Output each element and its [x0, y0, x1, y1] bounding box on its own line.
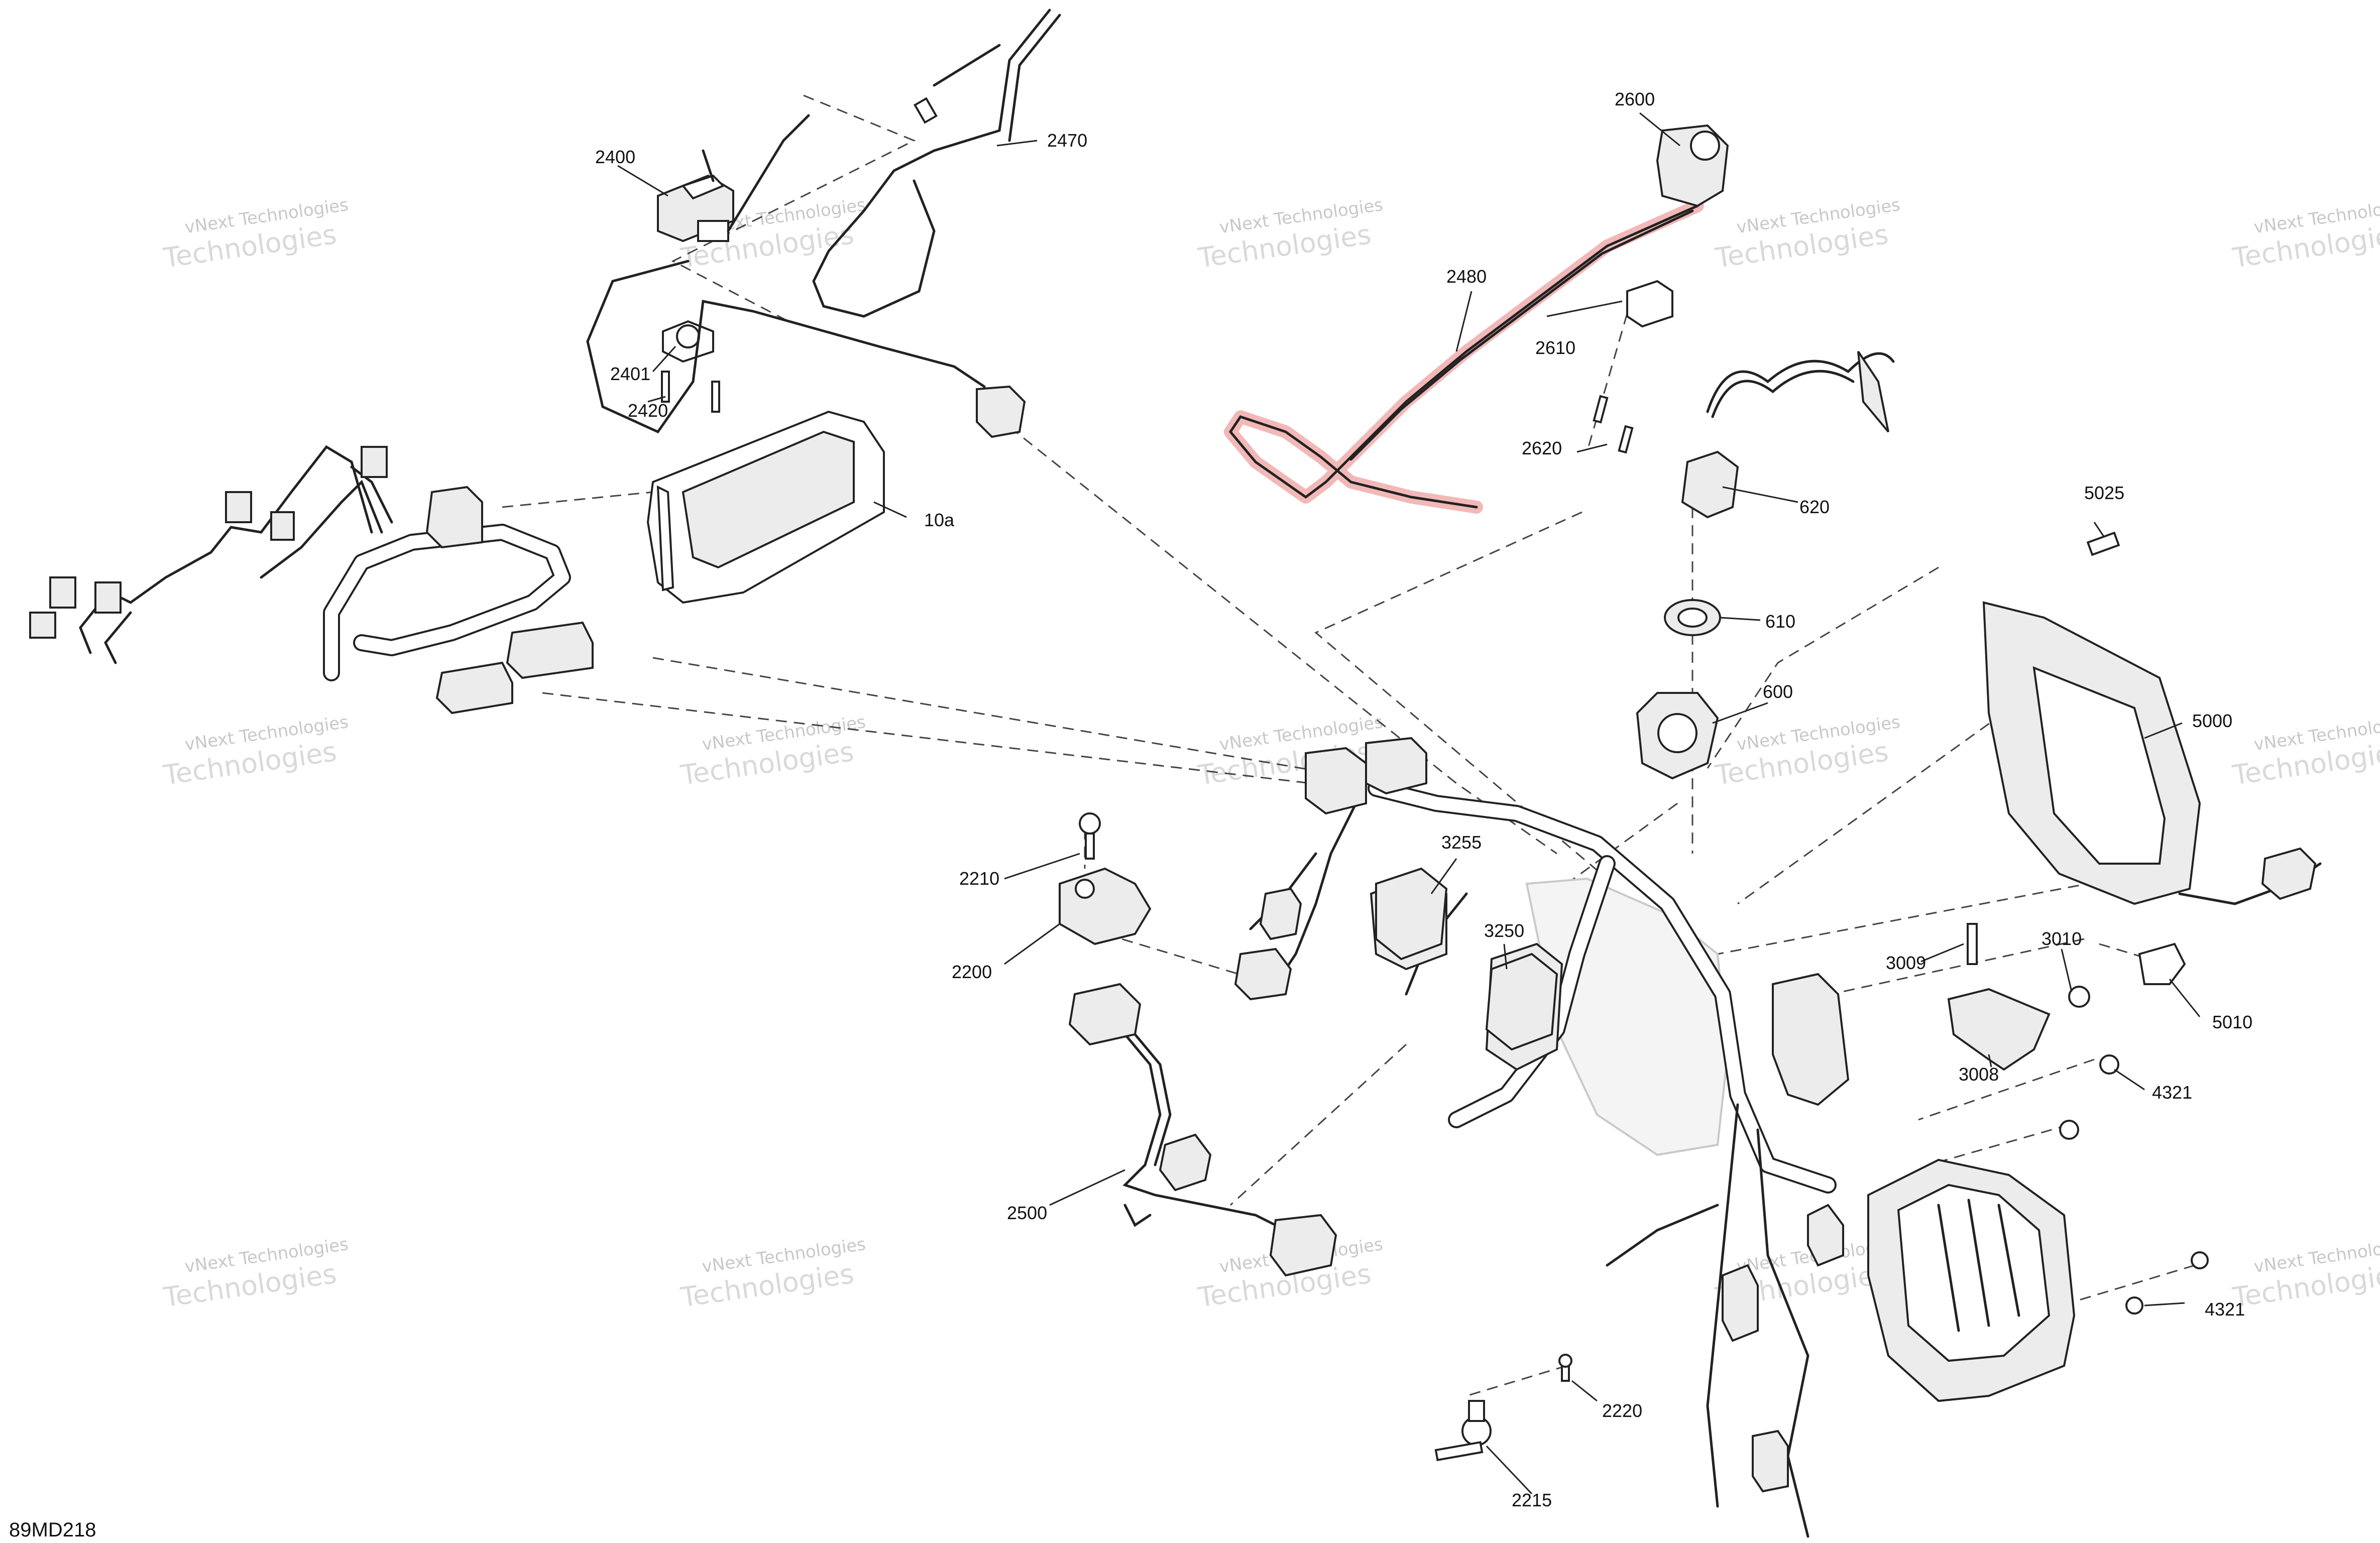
callout-3250: 3250	[1484, 920, 1524, 941]
part-3008-bracket	[1947, 988, 2051, 1071]
assembly-lines	[502, 94, 2195, 1397]
part-3010-nut	[2068, 986, 2090, 1008]
part-10a-display	[646, 410, 885, 604]
part-2500-subharness	[1068, 983, 1337, 1277]
wire-2400-to-connector	[586, 260, 1026, 438]
part-5010-cap	[2138, 942, 2186, 985]
part-2210-screw	[1079, 812, 1101, 860]
part-5025-screw	[2086, 531, 2120, 556]
part-2470-lanyard	[812, 9, 1061, 318]
part-3250-relay	[1485, 953, 1558, 1051]
part-2610-bracket	[1626, 280, 1673, 328]
callout-600: 600	[1763, 681, 1793, 702]
callout-2215: 2215	[1512, 1490, 1552, 1510]
part-2200-sensor	[1059, 867, 1152, 945]
part-600-switch	[1636, 692, 1719, 780]
callout-3255: 3255	[1441, 832, 1482, 853]
callout-2470: 2470	[1047, 130, 1087, 151]
part-module-box	[1867, 1158, 2076, 1402]
part-620-lanyard	[1681, 350, 1895, 519]
callout-2480: 2480	[1446, 266, 1487, 287]
callout-3009: 3009	[1886, 953, 1926, 973]
callout-2210: 2210	[959, 868, 999, 889]
callout-2420: 2420	[628, 400, 668, 421]
main-harness	[1234, 737, 1850, 1538]
callout-2620: 2620	[1522, 438, 1562, 458]
callout-3010: 3010	[2042, 928, 2082, 949]
part-2420-screws	[661, 371, 720, 413]
callout-4321-upper: 4321	[2152, 1082, 2192, 1103]
callout-2400: 2400	[595, 147, 635, 167]
callout-3008: 3008	[1959, 1064, 1999, 1085]
part-5000-module	[1982, 601, 2322, 905]
part-2620-screws	[1593, 395, 1634, 454]
diagram-code: 89MD218	[9, 1519, 96, 1541]
callout-2610: 2610	[1535, 337, 1575, 358]
callout-2600: 2600	[1615, 89, 1655, 109]
callout-5000: 5000	[2192, 710, 2232, 731]
part-2480-harness	[1224, 199, 1704, 514]
leader-lines	[617, 112, 2201, 1495]
callout-5025: 5025	[2084, 483, 2124, 503]
callout-labels: 2470 2400 2401 2420 10a 2600 2480 2610 2…	[595, 89, 2252, 1510]
left-harness	[29, 445, 594, 715]
callout-5010: 5010	[2212, 1012, 2252, 1032]
callout-610: 610	[1765, 611, 1795, 632]
callout-2500: 2500	[1007, 1203, 1047, 1223]
part-3255-relay	[1375, 867, 1448, 961]
callout-2401: 2401	[610, 364, 650, 384]
callout-10a: 10a	[924, 510, 955, 530]
part-2220-screw	[1558, 1354, 1572, 1382]
part-610-nut	[1664, 599, 1721, 636]
part-3009-screw	[1967, 923, 1978, 965]
part-2600-switch	[1656, 124, 1729, 207]
part-2215-sensor	[1434, 1400, 1492, 1461]
part-2400-switch	[657, 114, 810, 243]
callout-2200: 2200	[952, 962, 992, 982]
part-4321-nuts	[2059, 1054, 2209, 1315]
callout-620: 620	[1799, 497, 1830, 517]
callout-2220: 2220	[1602, 1400, 1642, 1421]
callout-4321-lower: 4321	[2205, 1299, 2245, 1320]
part-2401-clamp	[662, 320, 714, 363]
